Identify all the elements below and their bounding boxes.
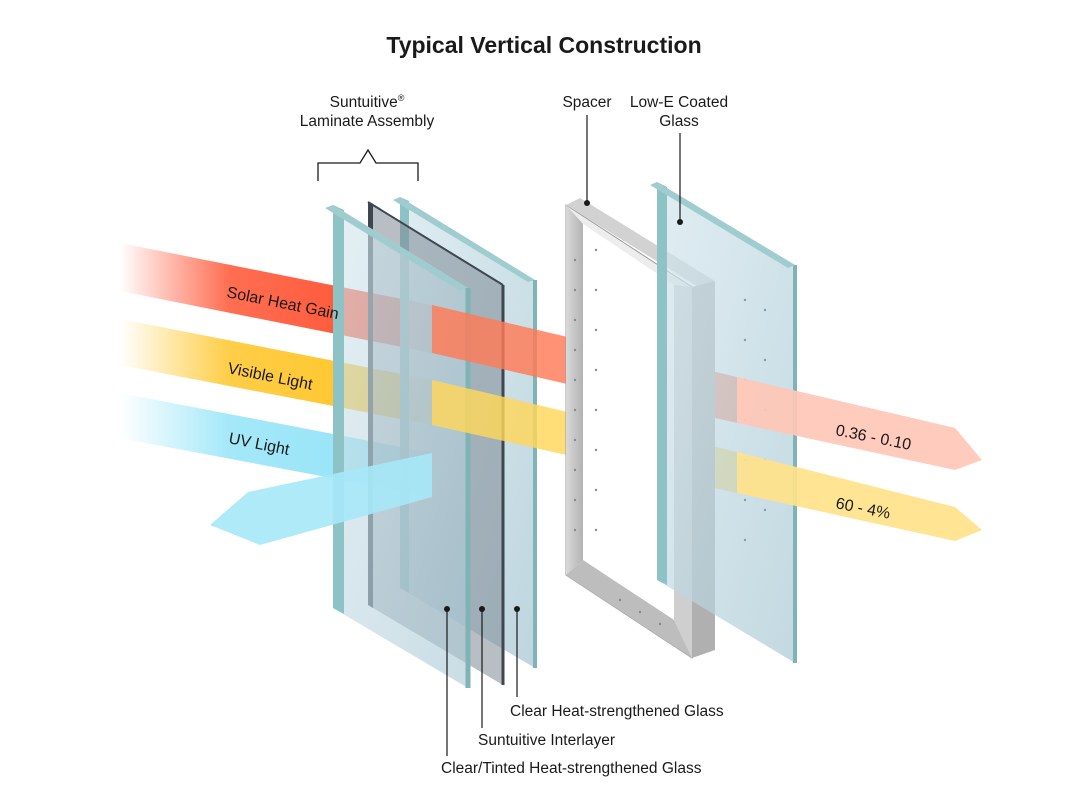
tinted-glass-leader-dot — [444, 606, 450, 612]
lowe-label-line2: Glass — [659, 113, 699, 130]
clear-glass-label: Clear Heat-strengthened Glass — [510, 703, 724, 720]
clear-glass-leader-dot — [514, 606, 520, 612]
tinted-glass-edge — [333, 205, 344, 614]
spacer-label: Spacer — [562, 94, 611, 111]
lowe-leader-dot — [677, 219, 683, 225]
laminate-label: Suntuitive® — [330, 93, 405, 111]
interlayer-label: Suntuitive Interlayer — [478, 732, 615, 749]
laminate-bracket — [317, 148, 419, 181]
interlayer-leader-dot — [479, 606, 485, 612]
solar-beam-outgoing — [737, 377, 982, 470]
visible-beam-outgoing — [737, 452, 982, 541]
lowe-label-line1: Low-E Coated — [630, 94, 728, 111]
lowe-glass-pane — [657, 182, 795, 663]
laminate-label-line1: Suntuitive — [330, 94, 398, 111]
uv-beam-reflected — [210, 453, 432, 545]
tinted-glass-label: Clear/Tinted Heat-strengthened Glass — [441, 760, 702, 777]
laminate-label-line2: Laminate Assembly — [300, 113, 435, 130]
spacer-leader-dot — [584, 200, 590, 206]
diagram-title: Typical Vertical Construction — [386, 32, 701, 58]
lowe-glass-edge — [657, 182, 667, 585]
registered-mark: ® — [398, 93, 405, 103]
